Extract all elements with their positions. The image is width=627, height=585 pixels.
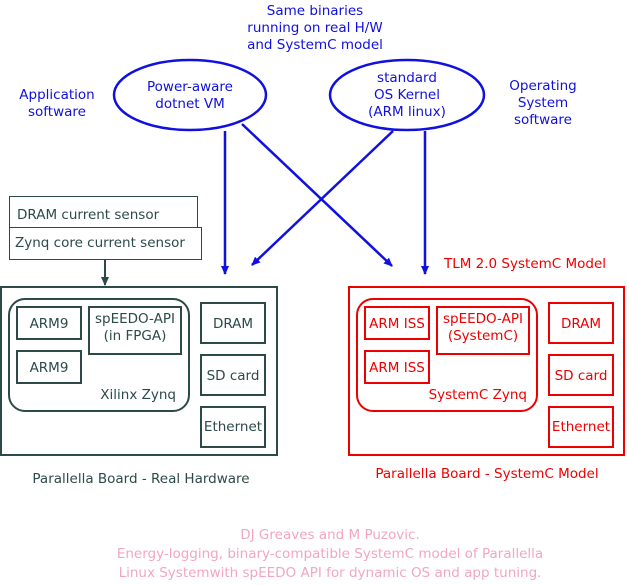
model-ethernet-label: Ethernet bbox=[552, 419, 610, 435]
xilinx-zynq-label: Xilinx Zynq bbox=[100, 387, 176, 403]
model-ethernet-box bbox=[548, 406, 614, 448]
zynq-sensor-label: Zynq core current sensor bbox=[15, 235, 185, 251]
dram-sensor-box bbox=[9, 196, 198, 229]
speedo-api-fpga-line-2: (in FPGA) bbox=[104, 328, 167, 344]
real-board-caption: Parallella Board - Real Hardware bbox=[32, 471, 249, 487]
app-label-line-2: software bbox=[28, 104, 86, 120]
model-sdcard-box bbox=[548, 354, 614, 396]
real-dram-label: DRAM bbox=[213, 316, 253, 332]
model-dram-box bbox=[548, 302, 614, 344]
arrow-vm-to-model bbox=[241, 123, 393, 267]
speedo-api-fpga-line-1: spEEDO-API bbox=[95, 311, 175, 327]
speedo-api-systemc-line-2: (SystemC) bbox=[448, 328, 518, 344]
zynq-current-sensor: Zynq core current sensor bbox=[9, 227, 202, 260]
arrow-kernel-to-real bbox=[251, 130, 394, 266]
app-label-line-1: Application bbox=[19, 87, 94, 103]
real-dram-box bbox=[200, 302, 266, 344]
footer-line-2: Energy-logging, binary-compatible System… bbox=[117, 546, 543, 562]
real-board-frame bbox=[0, 286, 278, 456]
note-line-1: Same binaries bbox=[267, 3, 363, 19]
real-sdcard-box bbox=[200, 354, 266, 396]
vm-line-1: Power-aware bbox=[147, 79, 233, 95]
xilinx-zynq-block bbox=[8, 298, 190, 412]
arm9-core-1 bbox=[16, 306, 82, 340]
systemc-zynq-label: SystemC Zynq bbox=[429, 387, 527, 403]
footer-line-3: Linux Systemwith spEEDO API for dynamic … bbox=[119, 565, 542, 581]
arm-iss-1 bbox=[364, 306, 430, 340]
vm-ellipse bbox=[112, 58, 268, 132]
arm9-core-1-label: ARM9 bbox=[30, 316, 69, 332]
kernel-line-3: (ARM linux) bbox=[368, 104, 446, 120]
real-sdcard-label: SD card bbox=[207, 368, 260, 384]
vm-line-2: dotnet VM bbox=[155, 96, 224, 112]
speedo-api-systemc bbox=[436, 306, 530, 355]
kernel-line-1: standard bbox=[377, 70, 437, 86]
kernel-line-2: OS Kernel bbox=[374, 87, 440, 103]
real-hardware-board: ARM9 ARM9 spEEDO-API (in FPGA) Xilinx Zy… bbox=[0, 286, 278, 456]
real-ethernet-box bbox=[200, 406, 266, 448]
real-ethernet-label: Ethernet bbox=[204, 419, 262, 435]
footer-citation: DJ Greaves and M Puzovic. Energy-logging… bbox=[117, 527, 543, 581]
arm9-core-2-label: ARM9 bbox=[30, 360, 69, 376]
dram-current-sensor: DRAM current sensor bbox=[9, 196, 198, 229]
footer-line-1: DJ Greaves and M Puzovic. bbox=[240, 527, 419, 543]
shared-binaries-note: Same binaries running on real H/W and Sy… bbox=[247, 3, 383, 53]
os-software-label: Operating System software bbox=[509, 78, 577, 128]
model-dram-label: DRAM bbox=[561, 316, 601, 332]
systemc-zynq-block bbox=[356, 298, 538, 412]
model-board-caption: Parallella Board - SystemC Model bbox=[375, 466, 598, 482]
os-label-line-3: software bbox=[514, 112, 572, 128]
dotnet-vm-node: Power-aware dotnet VM bbox=[112, 58, 268, 132]
arm9-core-2 bbox=[16, 350, 82, 384]
arm-iss-2 bbox=[364, 350, 430, 384]
note-line-3: and SystemC model bbox=[247, 37, 383, 53]
zynq-sensor-box bbox=[9, 227, 202, 260]
os-label-line-2: System bbox=[518, 95, 568, 111]
dram-sensor-label: DRAM current sensor bbox=[17, 207, 160, 223]
arm-iss-1-label: ARM ISS bbox=[369, 316, 425, 332]
note-line-2: running on real H/W bbox=[247, 20, 382, 36]
os-label-line-1: Operating bbox=[509, 78, 577, 94]
systemc-model-board: ARM ISS ARM ISS spEEDO-API (SystemC) Sys… bbox=[348, 286, 625, 456]
os-kernel-node: standard OS Kernel (ARM linux) bbox=[328, 58, 486, 132]
arm-iss-2-label: ARM ISS bbox=[369, 360, 425, 376]
application-software-label: Application software bbox=[19, 87, 94, 120]
speedo-api-systemc-line-1: spEEDO-API bbox=[443, 311, 523, 327]
kernel-ellipse bbox=[328, 58, 486, 132]
model-board-frame bbox=[348, 286, 625, 456]
speedo-api-fpga bbox=[88, 306, 182, 355]
model-sdcard-label: SD card bbox=[555, 368, 608, 384]
tlm-model-heading: TLM 2.0 SystemC Model bbox=[443, 256, 606, 272]
